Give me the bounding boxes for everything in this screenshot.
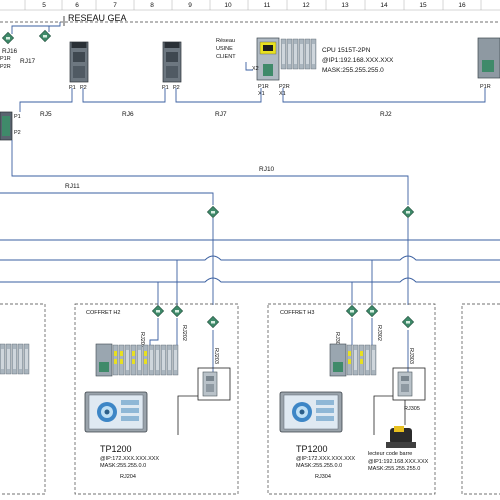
rj203-coupler-icon: [206, 315, 220, 329]
rj202-label: RJ202: [181, 325, 187, 341]
h2-hmi-name: TP1200: [100, 444, 132, 454]
reseau-usine-line2: USINE: [216, 46, 233, 52]
h3-hmi-mask: MASK:255.255.0.0: [296, 463, 342, 469]
rj16-coupler-icon: [1, 31, 15, 45]
left-switch-port-p1: P1: [14, 114, 21, 120]
rj10-label: RJ10: [259, 166, 275, 173]
drive-2-icon: [162, 41, 182, 83]
coffret-h1-box: [0, 303, 46, 495]
coffret-h2-box: [74, 303, 239, 495]
h2-hmi-icon: [84, 391, 148, 433]
h2-hmi-link: RJ204: [120, 474, 136, 480]
column-label: 16: [458, 2, 466, 9]
drive-1-icon: [69, 41, 89, 83]
column-label: 11: [264, 2, 271, 9]
coffret-h2-title: COFFRET H2: [86, 310, 120, 316]
coffret-h3-title: COFFRET H3: [280, 310, 314, 316]
rj5-label: RJ5: [40, 111, 52, 118]
column-label: 12: [302, 2, 310, 9]
port-p1r: P1R: [0, 56, 11, 62]
cpu-port-p1r: P1R: [258, 84, 269, 90]
column-label: 6: [75, 2, 79, 9]
rj303-label: RJ303: [408, 348, 414, 364]
left-switch-port-p2: P2: [14, 130, 21, 136]
h3-switch-icon: [397, 371, 413, 397]
reseau-gea-label: RESEAU GEA: [68, 13, 127, 23]
cpu-port-x2: X2: [252, 66, 259, 72]
h3-hmi-name: TP1200: [296, 444, 328, 454]
rj11-label: RJ11: [65, 183, 80, 190]
rj201-label: RJ201: [139, 332, 145, 348]
port-p2r: P2R: [0, 64, 11, 70]
h3-hmi-ip: @IP:172.XXX.XXX.XXX: [296, 456, 355, 462]
h2-hmi-mask: MASK:255.255.0.0: [100, 463, 146, 469]
rj302-label: RJ302: [376, 325, 382, 341]
remote-io-device: [477, 37, 500, 79]
remote-io-port-p1r: P1R: [480, 84, 491, 90]
rj16-label: RJ16: [2, 48, 18, 55]
left-switch: [0, 111, 13, 141]
coffret-h3-box: [267, 303, 436, 495]
h3-hmi-icon: [279, 391, 343, 433]
h2-switch-icon: [202, 371, 218, 397]
barcode-reader-icon: [386, 426, 416, 448]
column-label: 7: [113, 2, 117, 9]
cpu-port-x1b: X1: [279, 91, 286, 97]
h2-io-rack: [95, 343, 179, 377]
rj17-label: RJ17: [20, 58, 36, 65]
rj301-coupler-icon: [345, 304, 359, 318]
rj202-coupler-icon: [170, 304, 184, 318]
barcode-reader-mask: MASK:255.255.255.0: [368, 466, 420, 472]
rj7-label: RJ7: [215, 111, 227, 118]
rj2-label: RJ2: [380, 111, 392, 118]
column-label: 5: [42, 2, 46, 9]
column-label: 14: [380, 2, 388, 9]
rj302-coupler-icon: [365, 304, 379, 318]
column-label: 15: [419, 2, 427, 9]
reseau-usine-line1: Réseau: [216, 38, 235, 44]
rj305-label: RJ305: [404, 406, 420, 412]
column-label: 9: [188, 2, 192, 9]
cpu-name: CPU 1515T-2PN: [322, 47, 371, 54]
column-label: 10: [224, 2, 232, 9]
cpu-unit: [256, 37, 317, 81]
rj17-coupler-icon: [38, 29, 52, 43]
rj201-coupler-icon: [151, 304, 165, 318]
cpu-ip: @IP1:192.168.XXX.XXX: [322, 57, 394, 64]
coffret-h4-box: [461, 303, 500, 495]
barcode-reader-ip: @IP1:192.168.XXX.XXX: [368, 459, 429, 465]
barcode-reader-label: lecteur code barre: [368, 451, 412, 457]
rj6-label: RJ6: [122, 111, 134, 118]
h3-io-rack: [329, 343, 377, 377]
rj303-coupler-icon: [401, 315, 415, 329]
rj203-label: RJ203: [213, 348, 219, 364]
h2-hmi-ip: @IP:172.XXX.XXX.XXX: [100, 456, 159, 462]
column-label: 13: [341, 2, 349, 9]
column-label: 8: [150, 2, 154, 9]
cpu-mask: MASK:255.255.255.0: [322, 67, 384, 74]
rj10-coupler-icon: [401, 205, 415, 219]
cpu-port-p2r: P2R: [279, 84, 290, 90]
rj11-coupler-icon: [206, 205, 220, 219]
column-header: 5 6 7 8 9 10 11 12 13 14 15 16: [0, 0, 500, 23]
h3-hmi-link: RJ304: [315, 474, 331, 480]
reseau-usine-line3: CLIENT: [216, 54, 236, 60]
rj301-label: RJ301: [334, 332, 340, 348]
